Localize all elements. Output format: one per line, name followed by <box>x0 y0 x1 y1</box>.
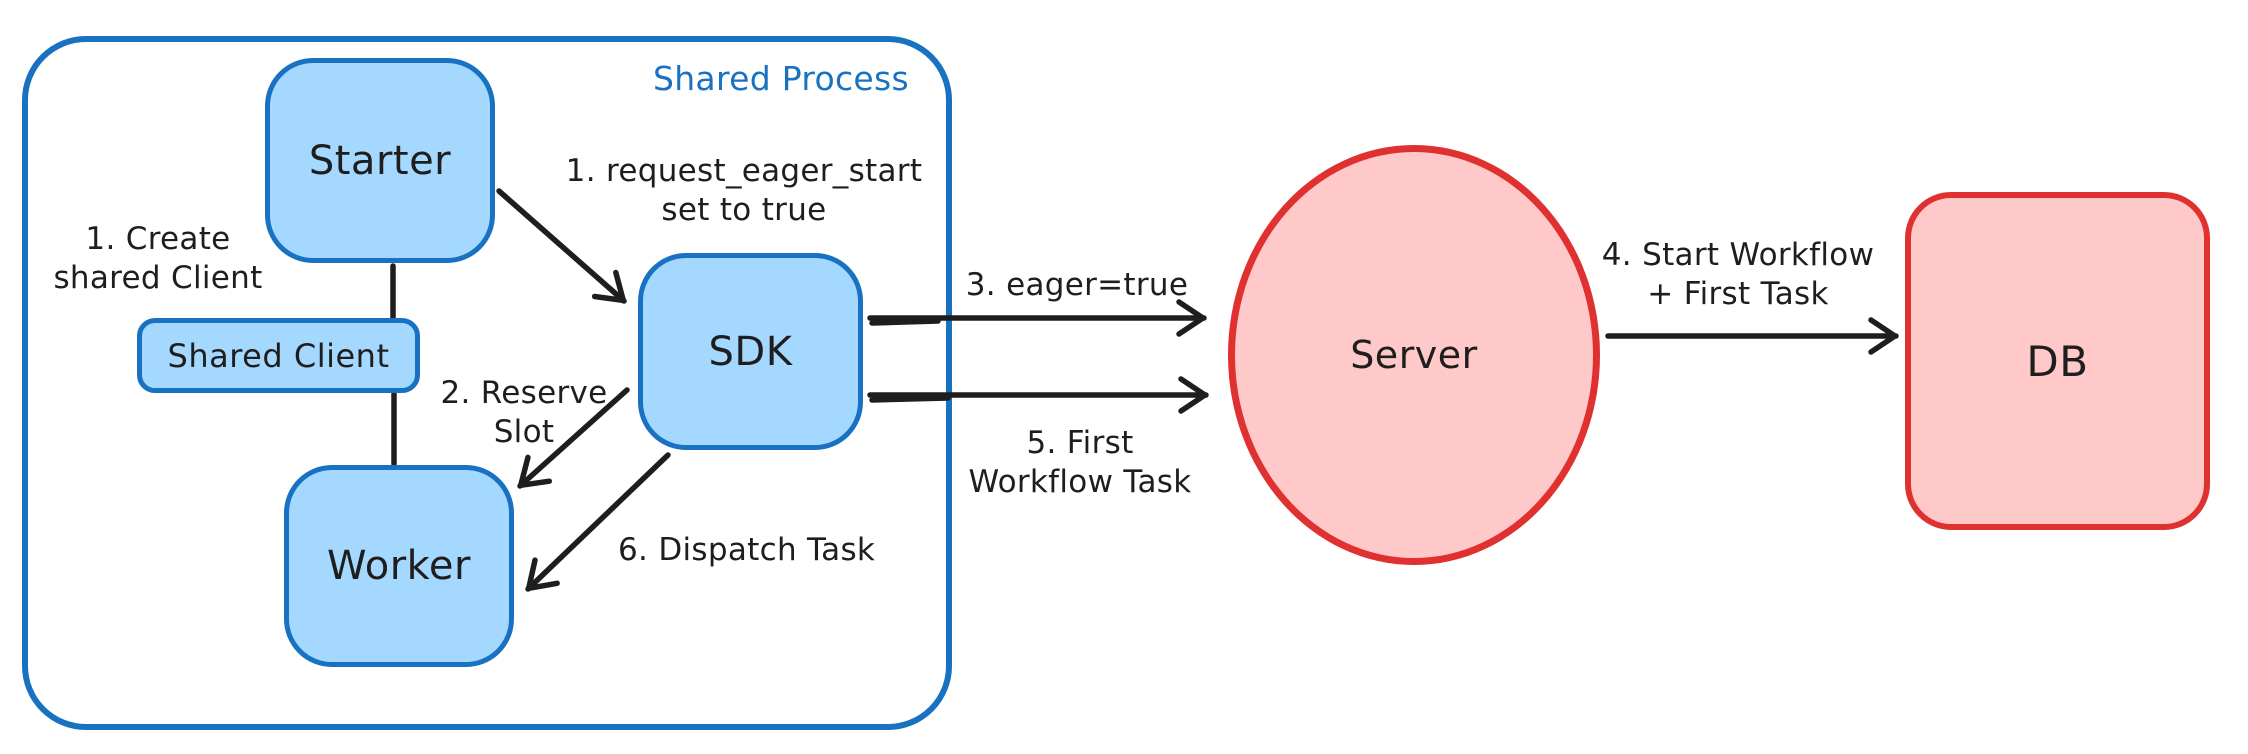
arrow-request-eager-start <box>496 188 627 304</box>
arrow-first-workflow-task <box>867 376 1209 414</box>
annotation-request-eager-start: 1. request_eager_start set to true <box>565 153 923 229</box>
annotation-first-workflow-task: 5. First Workflow Task <box>968 425 1192 501</box>
shared-process-label: Shared Process <box>652 59 910 98</box>
sdk-label: SDK <box>708 328 793 375</box>
annotation-dispatch-task: 6. Dispatch Task <box>618 532 876 568</box>
annotation-reserve-slot: 2. Reserve Slot <box>440 375 608 451</box>
starter-node: Starter <box>265 58 495 263</box>
worker-node: Worker <box>284 465 514 667</box>
db-node: DB <box>1905 192 2210 530</box>
shared-process-container <box>22 36 952 730</box>
arrow-reserve-slot <box>517 387 630 489</box>
annotation-start-workflow: 4. Start Workflow + First Task <box>1601 237 1875 313</box>
annotation-eager-true: 3. eager=true <box>965 267 1189 303</box>
server-label: Server <box>1350 333 1478 377</box>
starter-label: Starter <box>308 137 452 184</box>
arrow-eager-true <box>867 299 1207 337</box>
shared-client-label: Shared Client <box>167 336 390 375</box>
shared-client-node: Shared Client <box>137 318 420 393</box>
sdk-node: SDK <box>638 253 863 450</box>
arrow-dispatch-task <box>525 452 671 592</box>
db-label: DB <box>2026 336 2089 386</box>
annotation-create-shared-client: 1. Create shared Client <box>53 221 263 297</box>
worker-label: Worker <box>327 543 471 589</box>
server-node: Server <box>1228 145 1600 565</box>
